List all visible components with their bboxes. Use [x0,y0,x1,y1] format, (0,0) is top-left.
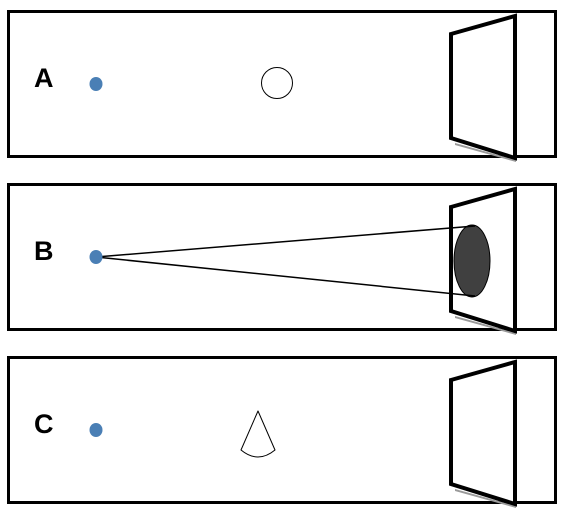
panel-a-drawing [89,13,517,162]
panel-b: B [7,183,557,335]
screen [449,359,517,507]
light-source [89,77,103,91]
panel-c-drawing [89,359,517,508]
cone-object [240,410,276,458]
shadow-ellipse [453,224,491,298]
screen [449,13,517,161]
screen-shadow [455,316,516,335]
sphere-object [261,67,293,99]
panel-label-b: B [34,236,54,266]
light-source [89,250,103,264]
ray-lower [95,256,476,297]
screen-shadow [455,143,516,162]
panel-label-c: C [34,409,54,439]
panel-label-a: A [34,63,54,93]
light-source [89,423,103,437]
screen-shadow [455,489,516,508]
panel-b-drawing [89,186,517,335]
panel-c: C [7,356,557,508]
ray-upper [95,225,476,258]
panel-a: A [7,10,557,162]
